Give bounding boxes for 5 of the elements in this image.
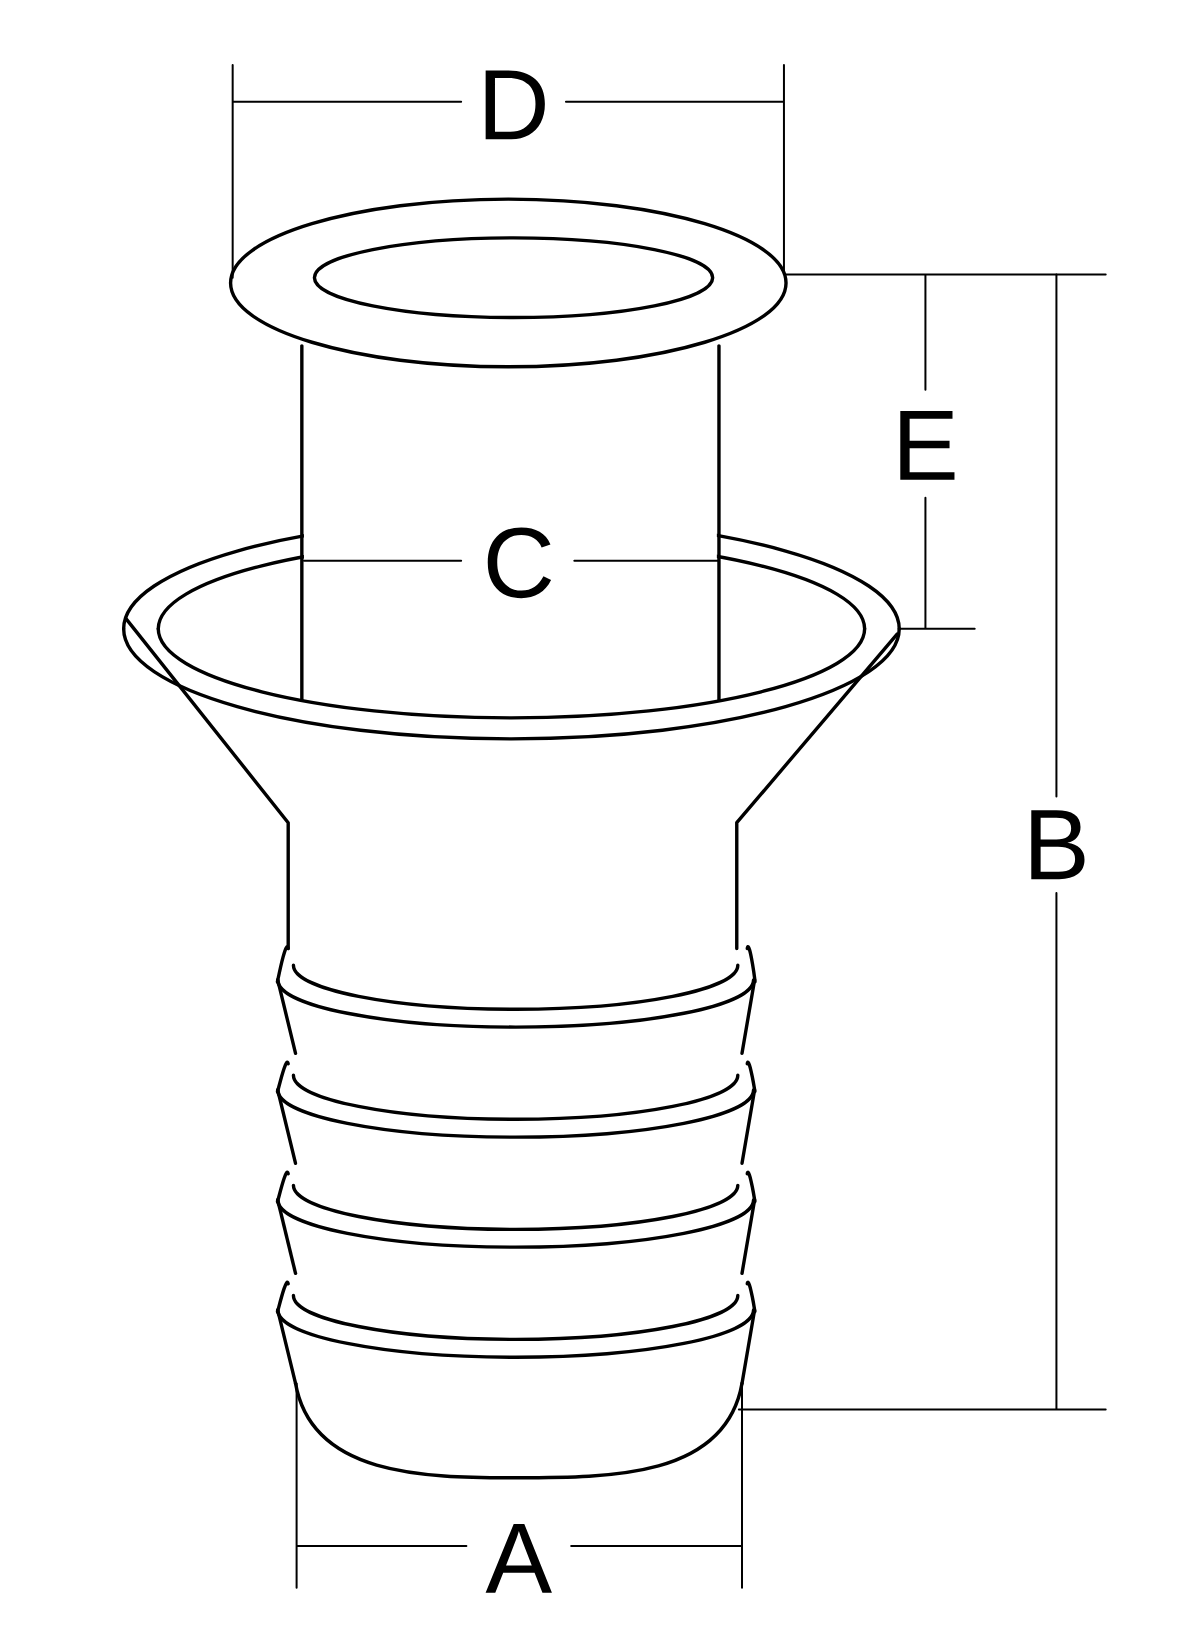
dimension-label: B	[1031, 810, 1085, 880]
dimension-label: A	[485, 1524, 552, 1593]
dimension-label: C	[487, 527, 552, 599]
dimension-label: E	[900, 411, 955, 480]
dimension-label: D	[485, 70, 545, 140]
